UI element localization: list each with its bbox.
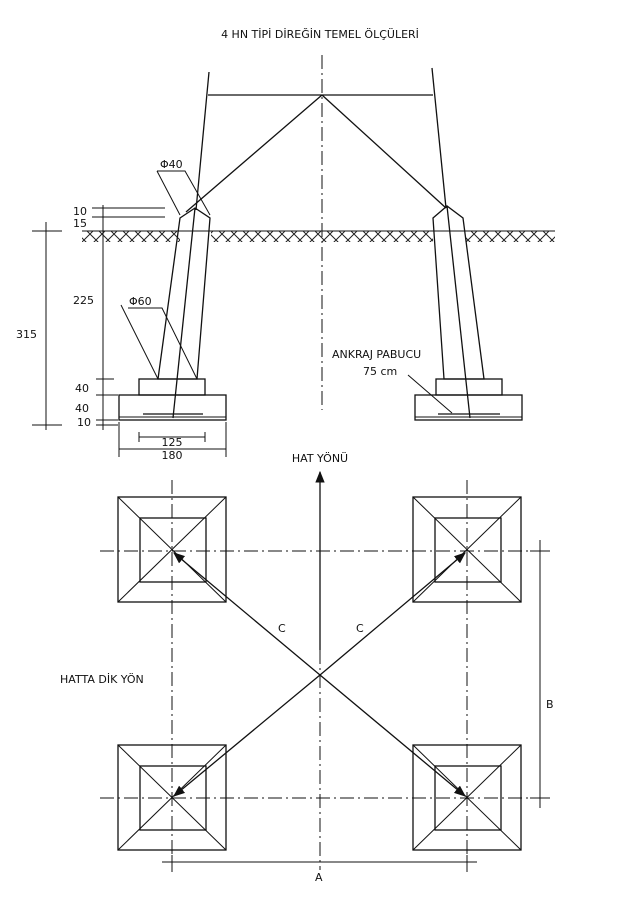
footing-bottom-left <box>117 744 227 851</box>
anchor-label: ANKRAJ PABUCU <box>332 348 421 361</box>
diameter-bottom-label: Φ60 <box>129 295 152 308</box>
anchor-size: 75 cm <box>363 365 397 378</box>
label-b: B <box>546 698 554 711</box>
diagonal-left <box>185 94 323 213</box>
drawing-title: 4 HN TİPİ DİREĞİN TEMEL ÖLÇÜLERİ <box>221 28 419 41</box>
dimension-b <box>530 540 550 808</box>
elevation-view: Φ40 Φ60 10 15 225 315 40 40 10 <box>16 55 555 462</box>
dim-125: 125 <box>162 436 183 449</box>
ground-hatch <box>82 230 555 242</box>
dim-315: 315 <box>16 328 37 341</box>
tower-leg-left <box>195 71 210 211</box>
dim-40-a: 40 <box>75 382 89 395</box>
footing-top-right <box>412 496 522 603</box>
dim-15: 15 <box>73 217 87 230</box>
diameter-top-label: Φ40 <box>160 158 183 171</box>
label-c-right: C <box>356 622 364 635</box>
tower-leg-right <box>431 67 447 209</box>
anchor-leader <box>407 374 453 414</box>
dim-40-b: 40 <box>75 402 89 415</box>
label-a: A <box>315 871 323 884</box>
dim-10-top: 10 <box>73 205 87 218</box>
left-foundation <box>118 207 227 421</box>
plan-view: HAT YÖNÜ C <box>60 452 554 884</box>
footing-bottom-right <box>412 744 522 851</box>
dimension-a <box>162 855 477 870</box>
footing-top-left <box>117 496 227 603</box>
vertical-dimensions <box>32 205 165 430</box>
perpendicular-direction-label: HATTA DİK YÖN <box>60 673 144 686</box>
dim-10-bottom: 10 <box>77 416 91 429</box>
horizontal-dimensions <box>118 422 227 457</box>
line-direction-label: HAT YÖNÜ <box>292 452 348 465</box>
label-c-left: C <box>278 622 286 635</box>
right-foundation <box>414 205 523 421</box>
diagonal-c-lines <box>173 552 466 797</box>
dim-180: 180 <box>162 449 183 462</box>
dim-225: 225 <box>73 294 94 307</box>
diagonal-right <box>321 94 447 209</box>
